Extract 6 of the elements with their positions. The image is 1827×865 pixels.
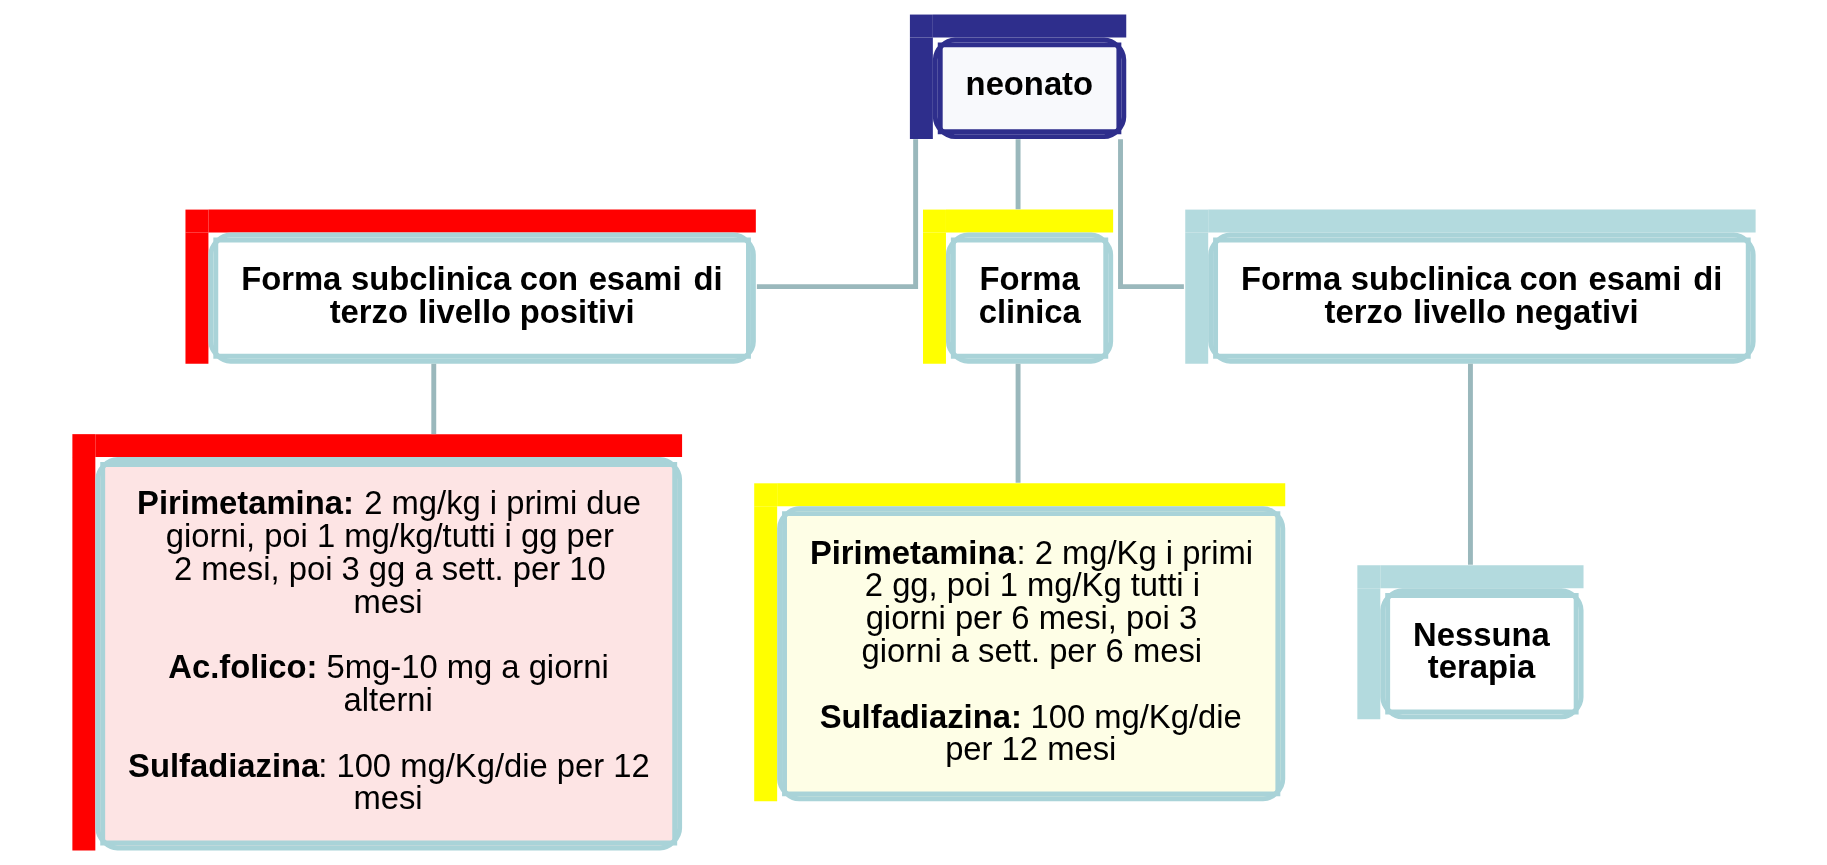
connector bbox=[756, 139, 918, 290]
connector bbox=[1467, 363, 1473, 565]
connector bbox=[430, 363, 436, 435]
connector bbox=[1117, 139, 1184, 290]
connector bbox=[1015, 363, 1021, 483]
connector bbox=[1015, 139, 1021, 210]
